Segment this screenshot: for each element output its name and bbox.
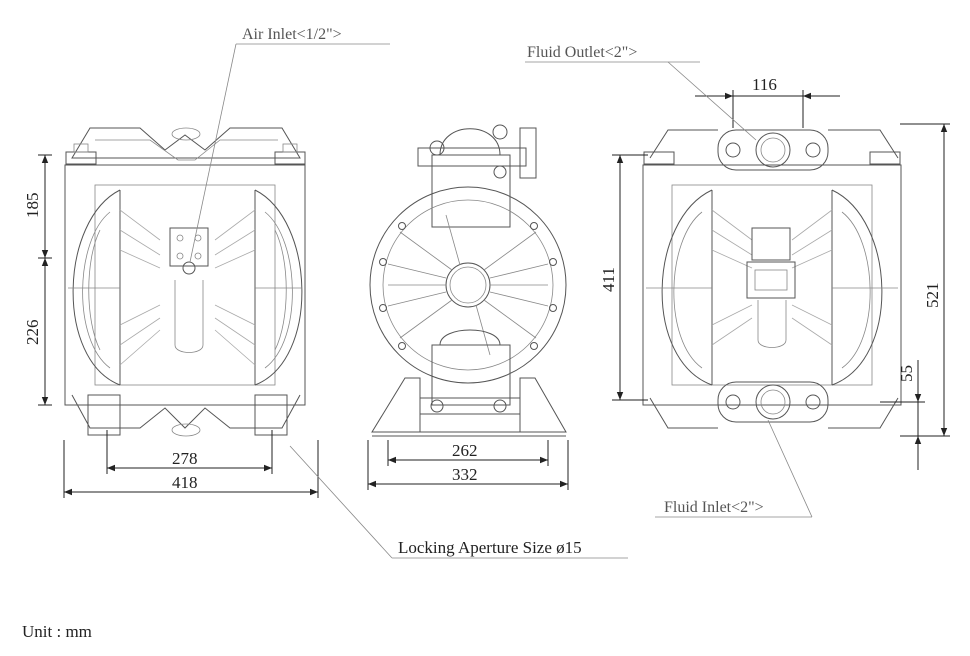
air-inlet-label: Air Inlet<1/2"> [242, 26, 342, 43]
fluid-inlet-label: Fluid Inlet<2"> [664, 499, 764, 516]
fluid-outlet-label: Fluid Outlet<2"> [527, 44, 637, 61]
dim-side-foot-span: 262 [452, 441, 478, 460]
front-view [64, 127, 306, 437]
unit-label: Unit : mm [22, 622, 92, 641]
dim-front-overall-width: 418 [172, 473, 198, 492]
rear-view [642, 129, 902, 429]
dim-front-lower-height: 226 [23, 320, 42, 346]
dim-rear-outlet-flange: 116 [752, 75, 777, 94]
leader-lines [189, 43, 813, 559]
dim-rear-overall-height: 521 [923, 283, 942, 309]
locking-aperture-label: Locking Aperture Size ø15 [398, 538, 582, 557]
dim-side-overall-width: 332 [452, 465, 478, 484]
dimension-lines [38, 90, 950, 498]
dim-rear-port-height: 411 [599, 267, 618, 292]
dim-front-bolt-span: 278 [172, 449, 198, 468]
dim-front-upper-height: 185 [23, 193, 42, 219]
dim-rear-inlet-height: 55 [897, 365, 916, 382]
side-view [369, 124, 567, 437]
